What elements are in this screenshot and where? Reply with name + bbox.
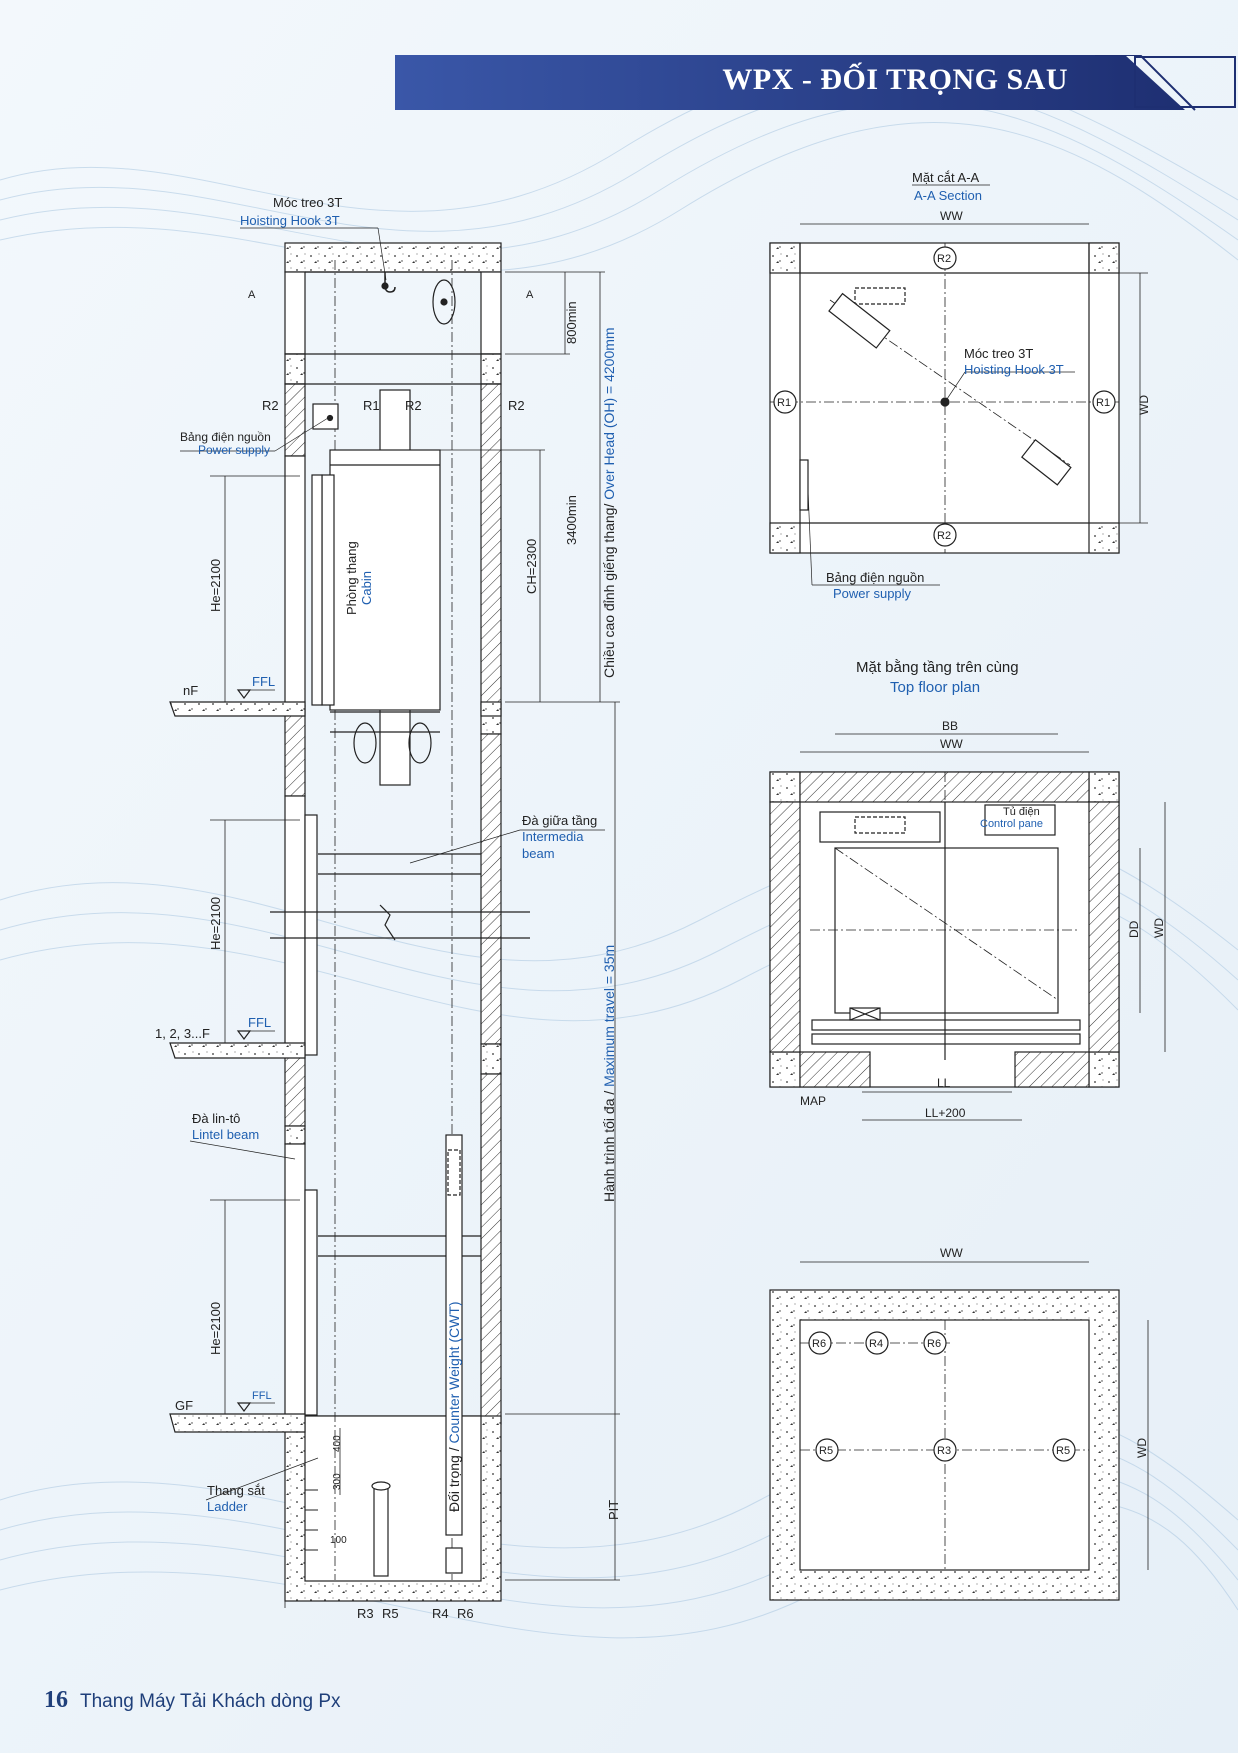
hook-label-en: Hoisting Hook 3T xyxy=(240,213,340,228)
ffl-gf: FFL xyxy=(252,1390,272,1402)
aa-title-vi: Mặt cắt A-A xyxy=(912,170,980,185)
pit-r6-left: R6 xyxy=(812,1338,826,1350)
r2-mid: R2 xyxy=(405,398,422,413)
aa-wd: WD xyxy=(1137,395,1151,415)
power-label-en: Power supply xyxy=(198,443,270,457)
ladder-label-vi: Thang sắt xyxy=(207,1483,265,1498)
r5-bottom: R5 xyxy=(382,1606,399,1621)
pit-wd: WD xyxy=(1135,1438,1149,1458)
lintel-label-en: Lintel beam xyxy=(192,1127,259,1142)
cwt-label: Đối trọng / Counter Weight (CWT) xyxy=(446,1301,462,1512)
dim-he-1: He=2100 xyxy=(208,559,223,612)
floor-gf: GF xyxy=(175,1398,193,1413)
right-wall xyxy=(480,271,502,355)
lintel-label-vi: Đà lin-tô xyxy=(192,1111,240,1126)
pit-r6-right: R6 xyxy=(927,1338,941,1350)
dim-pit: PIT xyxy=(606,1500,621,1520)
floor-slab-nf xyxy=(169,701,306,717)
page-footer: 16 Thang Máy Tải Khách dòng Px xyxy=(44,1687,341,1714)
cabin-label-vi: Phòng thang xyxy=(344,541,359,615)
dim-he-2: He=2100 xyxy=(208,897,223,950)
aa-power-vi: Bảng điện nguồn xyxy=(826,570,924,585)
aa-r2-top: R2 xyxy=(937,253,951,265)
r4-bottom: R4 xyxy=(432,1606,449,1621)
r6-bottom: R6 xyxy=(457,1606,474,1621)
travel-label: Hành trình tối đa / Maximum travel = 35m xyxy=(601,945,617,1202)
overhead-label: Chiều cao đỉnh giếng thang/ Over Head (O… xyxy=(601,327,617,678)
aa-hook-en: Hoisting Hook 3T xyxy=(964,362,1064,377)
page-number: 16 xyxy=(44,1687,68,1713)
dim-400: 400 xyxy=(332,1435,343,1452)
aa-section-plan xyxy=(769,184,1148,586)
dim-he-3: He=2100 xyxy=(208,1302,223,1355)
top-floor-bb: BB xyxy=(942,719,958,733)
aa-r1-right: R1 xyxy=(1096,397,1110,409)
pit-ww: WW xyxy=(940,1246,963,1260)
dim-3400min: 3400min xyxy=(564,495,579,545)
left-wall-top xyxy=(284,271,306,355)
dim-300: 300 xyxy=(332,1473,343,1490)
cabin xyxy=(329,449,441,711)
aa-r2-bottom: R2 xyxy=(937,530,951,542)
ladder-label-en: Ladder xyxy=(207,1499,248,1514)
aa-hook-vi: Móc treo 3T xyxy=(964,346,1033,361)
pit-r3: R3 xyxy=(937,1445,951,1457)
beam-label-en2: beam xyxy=(522,846,555,861)
pit-plan xyxy=(769,1261,1149,1601)
top-floor-ll200: LL+200 xyxy=(925,1106,966,1120)
dim-100: 100 xyxy=(330,1535,347,1546)
aa-r1-left: R1 xyxy=(777,397,791,409)
top-floor-dd: DD xyxy=(1127,920,1141,938)
top-floor-ll: LL xyxy=(937,1076,951,1090)
pit-r5-right: R5 xyxy=(1056,1445,1070,1457)
pit-r4: R4 xyxy=(869,1338,883,1350)
r2-left: R2 xyxy=(262,398,279,413)
beam-label-vi: Đà giữa tầng xyxy=(522,813,597,828)
aa-title-en: A-A Section xyxy=(914,188,982,203)
counter-weight xyxy=(445,1134,463,1536)
top-floor-wd: WD xyxy=(1152,918,1166,938)
floor-slab-gf xyxy=(169,1413,306,1433)
page-title: WPX - ĐỐI TRỌNG SAU xyxy=(722,63,1068,96)
top-floor-title-vi: Mặt bằng tầng trên cùng xyxy=(856,659,1019,676)
roof-slab xyxy=(284,242,502,273)
hook-label-vi: Móc treo 3T xyxy=(273,195,342,210)
header-banner: WPX - ĐỐI TRỌNG SAU xyxy=(395,55,1238,113)
floor-nf: nF xyxy=(183,683,198,698)
a-mark-left: A xyxy=(248,289,256,301)
top-floor-control-vi: Tủ điện xyxy=(1003,806,1040,818)
ffl-middle: FFL xyxy=(248,1015,271,1030)
r2-right: R2 xyxy=(508,398,525,413)
footer-text: Thang Máy Tải Khách dòng Px xyxy=(80,1691,341,1712)
dim-ch: CH=2300 xyxy=(524,539,539,594)
header-banner-shape xyxy=(395,55,1236,111)
top-floor-ww: WW xyxy=(940,737,963,751)
floor-middle: 1, 2, 3...F xyxy=(155,1026,210,1041)
aa-power-en: Power supply xyxy=(833,586,912,601)
dim-800min: 800min xyxy=(564,301,579,344)
ffl-nf: FFL xyxy=(252,674,275,689)
r1-mid: R1 xyxy=(363,398,380,413)
top-floor-title-en: Top floor plan xyxy=(890,679,980,696)
aa-ww: WW xyxy=(940,209,963,223)
top-floor-control-en: Control pane xyxy=(980,818,1043,830)
pit-r5-left: R5 xyxy=(819,1445,833,1457)
a-mark-right: A xyxy=(526,289,534,301)
top-floor-map: MAP xyxy=(800,1094,826,1108)
floor-slab-mid xyxy=(169,1042,306,1059)
cabin-label-en: Cabin xyxy=(359,571,374,605)
r3-bottom: R3 xyxy=(357,1606,374,1621)
power-label-vi: Bảng điện nguồn xyxy=(180,430,271,444)
beam-label-en1: Intermedia xyxy=(522,829,584,844)
top-floor-plan xyxy=(769,733,1166,1121)
left-wall-band xyxy=(284,353,306,385)
